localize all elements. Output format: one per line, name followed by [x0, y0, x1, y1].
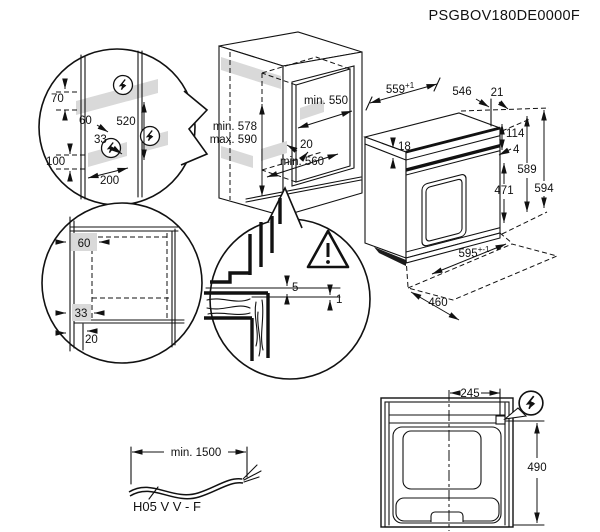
niche-depth-label: min. 560 [280, 156, 324, 168]
cutout-dim-20: 20 [85, 334, 98, 346]
rear-cutout-lower [221, 146, 253, 168]
gap-detail-view: 5 1 [204, 186, 371, 380]
oven-top-trim-label: 18 [398, 141, 411, 153]
oven-panel-height-label: 114 [506, 128, 525, 140]
oven-panel-gap-label: 4 [513, 144, 520, 156]
cable-curve [128, 478, 243, 496]
cutout-60-zone [71, 233, 97, 251]
oven-front-width-label: 595+-1 [459, 245, 491, 260]
oven-side-face [364, 136, 407, 259]
rear-dim-100: 100 [46, 156, 65, 168]
connection-terminal [495, 415, 506, 425]
top-view-cabinet [380, 397, 514, 528]
niche-front-gap-label: 20 [300, 139, 313, 151]
niche-height-max-label: max. 590 [210, 134, 257, 146]
rear-cutout-upper [221, 57, 281, 89]
oven-width-label: 559+1 [386, 81, 415, 96]
oven-height-inner-label: 589 [517, 164, 536, 176]
product-code: PSGBOV180DE0000F [429, 8, 581, 24]
rear-dim-520: 520 [116, 116, 135, 128]
rear-dim-33: 33 [94, 134, 107, 146]
oven-height-outer-label: 594 [534, 183, 554, 195]
connection-offset-label: 245 [460, 388, 479, 400]
balloon-pointer [503, 407, 528, 420]
detail-circle [209, 218, 371, 380]
cutout-33-zone [72, 304, 91, 321]
cable-type-label: H05 V V - F [133, 499, 201, 514]
warning-icon [306, 229, 350, 269]
detail-callout-pointer [267, 186, 303, 229]
cutout-dim-60: 60 [78, 238, 91, 250]
mains-cable: min. 1500 H05 V V - F [128, 446, 262, 514]
oven-control-panel [406, 143, 500, 172]
connection-depth-label: 490 [527, 462, 546, 474]
rear-dim-200: 200 [100, 175, 119, 187]
gap-dim-1: 1 [336, 294, 342, 306]
rear-panel-detail-view: 70 60 520 33 100 200 [38, 48, 209, 206]
cutout-dim-33: 33 [75, 308, 88, 320]
oven-isometric: 559+1 546 21 18 114 4 471 589 594 595+-1… [363, 77, 559, 321]
oven-door-front-label: 21 [491, 87, 504, 99]
oven-body-outline [392, 426, 502, 524]
top-view: 245 490 [380, 388, 547, 531]
oven-door-height-label: 471 [494, 185, 513, 197]
oven-depth-label: 546 [452, 86, 471, 98]
niche-width-label: min. 550 [304, 95, 348, 107]
gap-dim-5: 5 [292, 282, 298, 294]
oven-plinth [374, 247, 406, 266]
rear-dim-60: 60 [79, 115, 92, 127]
rear-dim-70: 70 [51, 93, 64, 105]
oven-door-window [421, 174, 467, 247]
oven-base-depth-label: 460 [428, 297, 447, 309]
rear-cutouts-detail-view: 60 33 20 [41, 202, 203, 364]
cable-length-label: min. 1500 [171, 447, 222, 459]
niche-height-min-label: min. 578 [213, 121, 257, 133]
detail-callout-pointer [180, 90, 209, 166]
